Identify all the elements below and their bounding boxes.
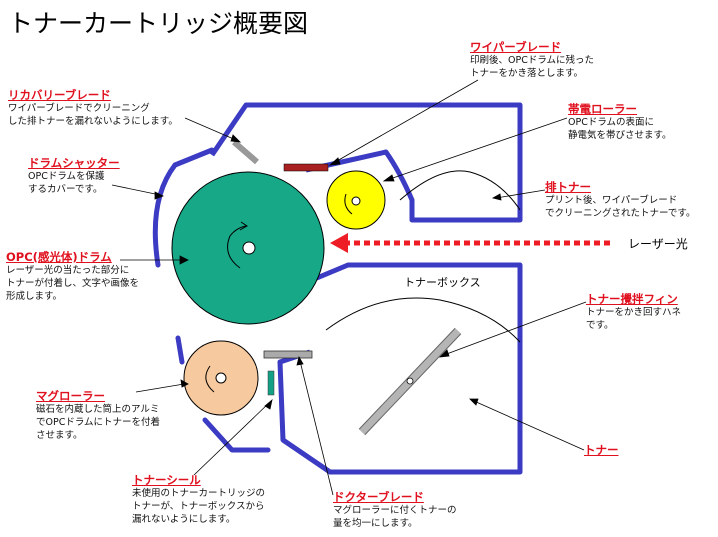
- label-doctor-blade-title: ドクターブレード: [333, 490, 424, 504]
- drum-rotation-arrowhead: [239, 221, 248, 231]
- label-waste-toner: 排トナー プリント後、ワイパーブレード でクリーニングされたトナーです。: [545, 180, 695, 220]
- label-charge-roller-desc-2: 静電気を帯びさせます。: [568, 130, 672, 141]
- charge-roller-hub: [351, 196, 361, 206]
- label-magnet-roller-desc-2: でOPCドラムにトナーを付着: [36, 417, 161, 428]
- label-toner-seal-desc-1: 未使用のトナーカートリッジの: [132, 488, 266, 499]
- waste-toner-curve: [399, 170, 521, 211]
- label-wiper-blade-title: ワイパーブレード: [470, 40, 562, 54]
- label-recovery-blade-title: リカバリーブレード: [8, 88, 111, 102]
- charge-roller-arrow: [344, 193, 353, 215]
- label-wiper-blade: ワイパーブレード 印刷後、OPCドラムに残った トナーをかき落とします。: [470, 40, 594, 80]
- label-toner: トナー: [584, 443, 619, 457]
- label-opc-drum-desc-3: 形成します。: [6, 291, 63, 302]
- toner-seal: [267, 370, 275, 396]
- upper-housing-outline: [209, 102, 523, 223]
- laser-arrowhead: [330, 233, 348, 253]
- recovery-blade: [232, 139, 259, 165]
- label-magnet-roller: マグローラー 磁石を内蔵した筒上のアルミ でOPCドラムにトナーを付着 させます…: [36, 389, 160, 442]
- label-opc-drum-desc-1: レーザー光の当たった部分に: [6, 265, 130, 276]
- label-agitator-desc-2: です。: [586, 320, 614, 331]
- label-wiper-blade-desc-1: 印刷後、OPCドラムに残った: [470, 55, 595, 66]
- magnet-roller-arrow: [205, 365, 215, 393]
- toner-fill-curve: [325, 297, 521, 343]
- label-waste-toner-desc-1: プリント後、ワイパーブレード: [545, 195, 678, 206]
- label-magnet-roller-title: マグローラー: [36, 389, 105, 403]
- laser-label: レーザー光: [628, 237, 688, 251]
- label-toner-seal-title: トナーシール: [132, 473, 201, 487]
- label-charge-roller-desc-1: OPCドラムの表面に: [568, 117, 655, 128]
- page-title: トナーカートリッジ概要図: [8, 9, 309, 38]
- label-agitator: トナー攪拌フィン トナーをかき回すハネ です。: [586, 292, 681, 332]
- label-waste-toner-title: 排トナー: [545, 180, 591, 194]
- label-recovery-blade-desc-1: ワイパーブレードでクリーニング: [8, 103, 150, 114]
- label-agitator-desc-1: トナーをかき回すハネ: [586, 307, 682, 318]
- label-doctor-blade: ドクターブレード マグローラーに付くトナーの 量を均一にします。: [333, 490, 457, 530]
- opc-drum-hub: [242, 241, 256, 255]
- toner-box-label: トナーボックス: [404, 276, 481, 289]
- leader-lines: [111, 79, 587, 496]
- label-wiper-blade-desc-2: トナーをかき落とします。: [470, 68, 584, 79]
- drum-shutter-outline: [152, 147, 215, 268]
- label-agitator-title: トナー攪拌フィン: [586, 292, 678, 306]
- label-drum-shutter: ドラムシャッター OPCドラムを保護 するカバーです。: [28, 156, 120, 196]
- label-recovery-blade-desc-2: した排トナーを漏れないようにします。: [8, 116, 178, 127]
- wiper-blade: [283, 163, 329, 172]
- label-drum-shutter-desc-1: OPCドラムを保護: [28, 171, 105, 182]
- label-toner-seal: トナーシール 未使用のトナーカートリッジの トナーが、トナーボックスから 漏れな…: [132, 473, 265, 526]
- label-drum-shutter-title: ドラムシャッター: [28, 156, 120, 170]
- label-charge-roller: 帯電ローラー OPCドラムの表面に 静電気を帯びさせます。: [568, 102, 672, 142]
- label-drum-shutter-desc-2: するカバーです。: [28, 184, 103, 195]
- label-opc-drum-desc-2: トナーが付着し、文字や画像を: [6, 278, 140, 289]
- label-doctor-blade-desc-2: 量を均一にします。: [333, 518, 418, 529]
- roller-cradle-outline: [175, 335, 271, 453]
- toner-box-outline: [277, 262, 523, 475]
- label-toner-seal-desc-3: 漏れないようにします。: [132, 514, 236, 525]
- label-magnet-roller-desc-3: させます。: [36, 430, 83, 441]
- agitator-hub: [406, 377, 414, 385]
- label-waste-toner-desc-2: でクリーニングされたトナーです。: [545, 208, 696, 219]
- drum-rotation-arrow: [227, 225, 247, 269]
- magnet-roller-hub: [215, 372, 227, 384]
- label-doctor-blade-desc-1: マグローラーに付くトナーの: [333, 505, 457, 516]
- doctor-blade: [263, 350, 313, 359]
- label-charge-roller-title: 帯電ローラー: [568, 102, 637, 116]
- label-toner-seal-desc-2: トナーが、トナーボックスから: [132, 501, 265, 512]
- label-magnet-roller-desc-1: 磁石を内蔵した筒上のアルミ: [36, 404, 160, 415]
- label-opc-drum-title: OPC(感光体)ドラム: [6, 250, 112, 264]
- label-toner-title: トナー: [584, 443, 619, 457]
- label-recovery-blade: リカバリーブレード ワイパーブレードでクリーニング した排トナーを漏れないように…: [8, 88, 178, 128]
- label-opc-drum: OPC(感光体)ドラム レーザー光の当たった部分に トナーが付着し、文字や画像を…: [6, 250, 139, 303]
